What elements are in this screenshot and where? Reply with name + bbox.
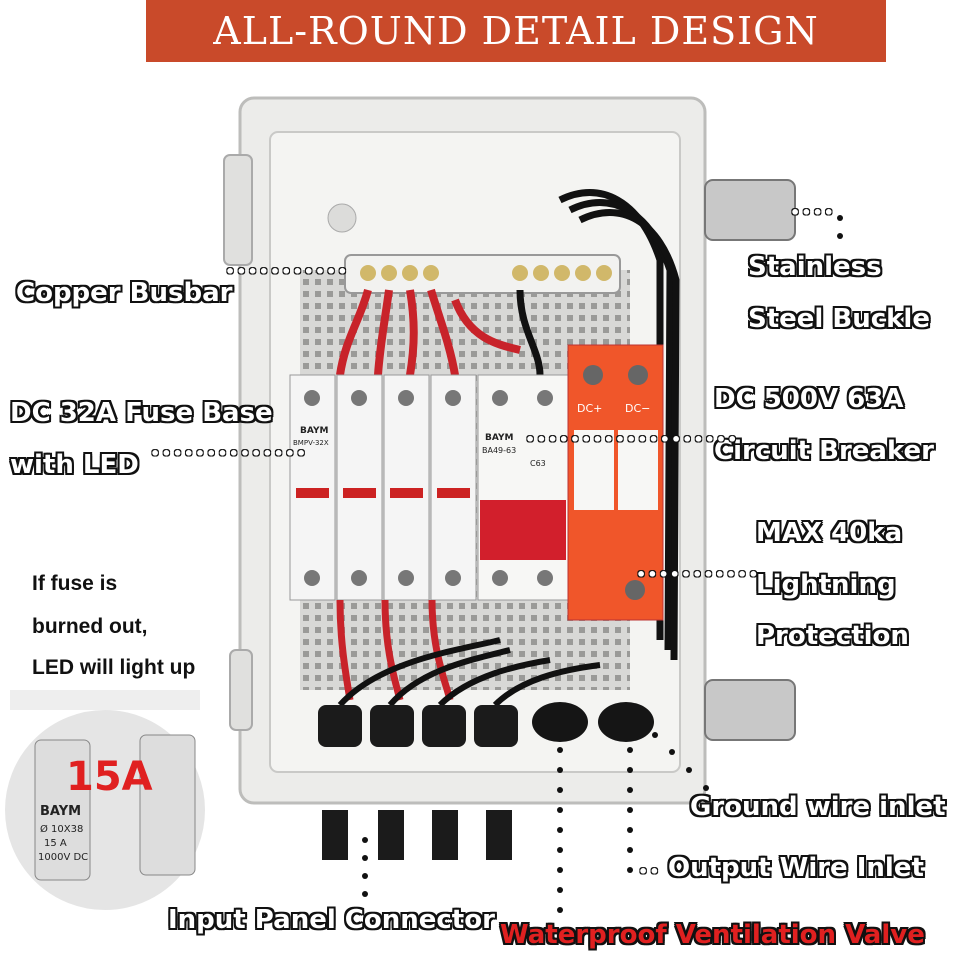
leader-output: ••: [638, 862, 661, 881]
breaker-handle: [480, 500, 566, 560]
label-output-inlet: Output Wire Inlet: [668, 853, 924, 883]
spd-plus: DC+: [577, 402, 602, 415]
label-breaker-2: Circuit Breaker: [714, 436, 934, 466]
fuse-note-line2: burned out,: [32, 615, 148, 638]
inset-current: 15 A: [44, 838, 67, 849]
ground-inlet-gland: [598, 702, 654, 742]
inset-fuse-2: [139, 734, 196, 876]
label-fuse-base-1: DC 32A Fuse Base: [10, 398, 273, 428]
label-breaker-1: DC 500V 63A: [714, 384, 904, 414]
buckle-top: [704, 179, 796, 241]
input-panel-connectors: [322, 810, 512, 860]
spd-minus: DC−: [625, 402, 650, 415]
black-wires-bottom: [337, 637, 601, 708]
inset-holder: [10, 690, 200, 710]
label-lightning-2: Lightning: [756, 570, 896, 600]
leader-buckle: ••••: [790, 203, 835, 222]
label-fuse-base-2: with LED: [10, 450, 139, 480]
breaker-model: BA49-63: [482, 446, 516, 455]
leader-lightning: •••••••••••: [636, 565, 760, 584]
leader-copper-busbar: •••••••••••: [225, 262, 349, 281]
title-banner: ALL-ROUND DETAIL DESIGN: [146, 0, 886, 62]
leader-breaker: •••••••••••••••••••: [525, 430, 739, 449]
fuse-holders: [289, 374, 477, 601]
fuse-brand: BAYM: [300, 426, 328, 436]
spd-module-label-1: [574, 430, 614, 510]
inset-brand: BAYM: [40, 804, 81, 819]
leader-dots: [362, 215, 843, 913]
label-copper-busbar: Copper Busbar: [16, 278, 233, 308]
inset-voltage: 1000V DC: [38, 852, 88, 863]
red-wires-top: [336, 288, 521, 376]
label-lightning-3: Protection: [756, 621, 909, 651]
inset-size: Ø 10X38: [40, 823, 83, 835]
inset-rating: 15A: [66, 754, 153, 800]
label-lightning-1: MAX 40ka: [756, 518, 903, 548]
buckle-bottom: [704, 679, 796, 741]
spd-module-label-2: [618, 430, 658, 510]
fuse-note-line3: LED will light up: [32, 656, 196, 679]
label-ground-inlet: Ground wire inlet: [690, 792, 946, 822]
label-stainless-2: Steel Buckle: [748, 304, 930, 334]
label-stainless-1: Stainless: [748, 252, 882, 282]
busbar-screws: [360, 265, 612, 281]
circuit-breaker: [477, 374, 569, 601]
label-input-connector: Input Panel Connector: [168, 905, 495, 935]
label-ventilation-valve: Waterproof Ventilation Valve: [500, 920, 925, 950]
cable-glands: [318, 705, 518, 747]
fuse-model: BMPV-32X: [293, 439, 329, 447]
fuse-note-line1: If fuse is: [32, 572, 118, 595]
black-wires-top: [516, 189, 680, 661]
hinge-bottom: [229, 649, 253, 731]
copper-busbar-block: [344, 254, 621, 294]
leader-fuse-base: ••••••••••••••: [150, 444, 308, 463]
banner-title: ALL-ROUND DETAIL DESIGN: [213, 9, 819, 53]
breaker-rating: C63: [530, 459, 546, 468]
ventilation-valve: [532, 702, 588, 742]
breaker-brand: BAYM: [485, 433, 513, 443]
hinge-top: [223, 154, 253, 266]
inset-fuse-1: [34, 739, 91, 881]
mounting-post: [327, 203, 357, 233]
